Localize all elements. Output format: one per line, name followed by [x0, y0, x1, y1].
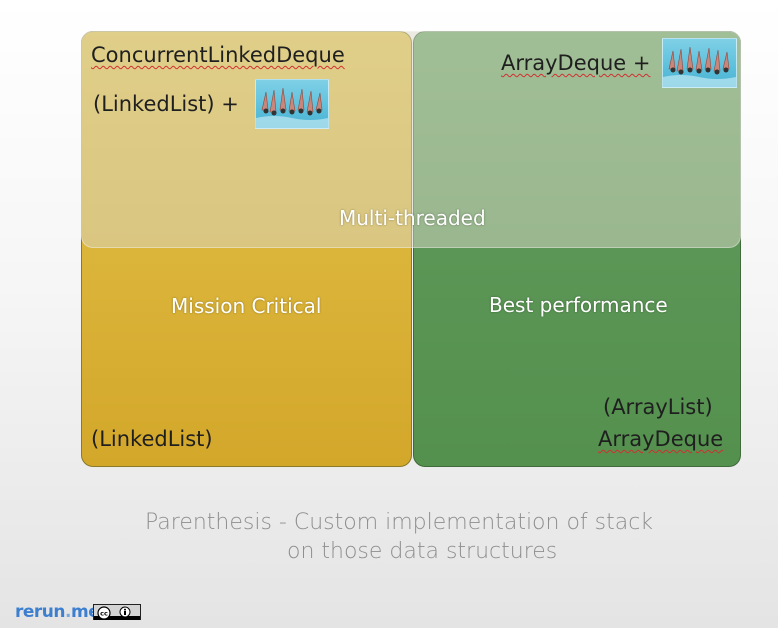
brand-text-1: rerun	[15, 602, 66, 622]
brand-dot: .	[65, 602, 71, 622]
concurrent-linked-deque-label: ConcurrentLinkedDeque	[91, 43, 345, 67]
multi-threaded-label: Multi-threaded	[339, 206, 486, 230]
arraydeque-plus-label: ArrayDeque +	[501, 51, 651, 75]
bottom-arraydeque-label: ArrayDeque	[598, 427, 724, 451]
bottom-linkedlist-label: (LinkedList)	[91, 427, 213, 451]
rerun-me-logo: rerun.me	[15, 602, 100, 622]
best-performance-label: Best performance	[489, 293, 668, 317]
arraylist-label: (ArrayList)	[603, 395, 713, 419]
creative-commons-by-icon: cc	[93, 604, 141, 620]
mission-critical-label: Mission Critical	[171, 294, 322, 318]
multi-threaded-overlay	[81, 31, 741, 248]
linkedlist-plus-label: (LinkedList) +	[93, 92, 239, 116]
svg-text:cc: cc	[100, 610, 108, 618]
synchronized-swimmers-image	[255, 79, 329, 129]
caption-line-1: Parenthesis - Custom implementation of s…	[145, 510, 654, 535]
brand-text-2: me	[70, 602, 100, 622]
synchronized-swimmers-image-2	[662, 38, 737, 88]
caption-line-2: on those data structures	[287, 539, 558, 564]
